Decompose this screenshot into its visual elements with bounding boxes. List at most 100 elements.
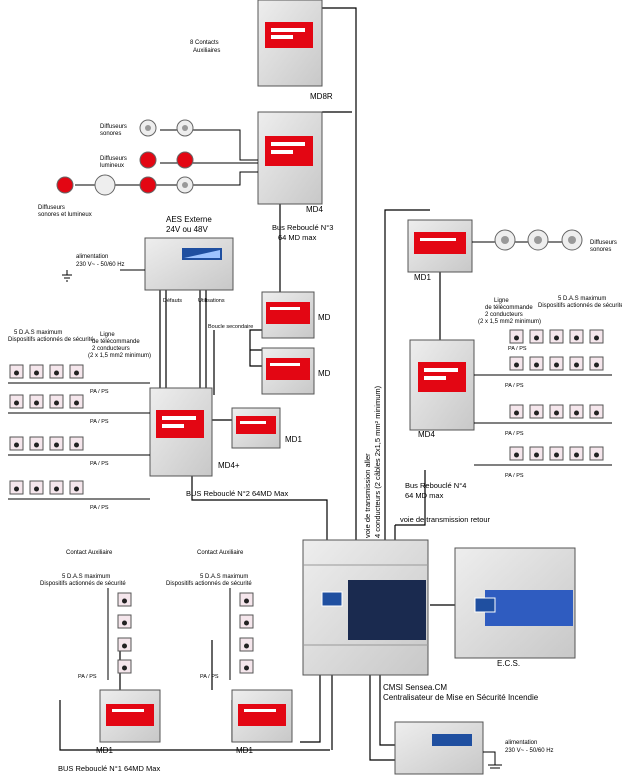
- label-diff-lum-2: lumineux: [100, 163, 124, 169]
- das-device-dot: [514, 410, 519, 416]
- label-cmsi-2: Centralisateur de Mise en Sécurité Incen…: [383, 693, 539, 702]
- das-device-dot: [554, 362, 559, 368]
- label-alim-2: 230 V~ - 50/60 Hz: [76, 262, 125, 268]
- md1-mid-module: [231, 407, 281, 449]
- label-ligne-right-1: Ligne: [494, 298, 509, 304]
- das-device-dot: [74, 486, 79, 492]
- label-aes-1: AES Externe: [166, 215, 212, 224]
- label-right-diff-2: sonores: [590, 247, 611, 253]
- label-diff-sl-2: sonores et lumineux: [38, 212, 92, 218]
- label-aes-2: 24V ou 48V: [166, 225, 208, 234]
- label-md-2: MD: [318, 369, 331, 378]
- label-das-right-1: 5 D.A.S maximum: [558, 296, 606, 302]
- das-device-dot: [34, 486, 39, 492]
- label-md1-right: MD1: [414, 273, 431, 282]
- label-das-b2-2: Dispositifs actionnés de sécurité: [166, 581, 252, 587]
- das-device-dot: [14, 486, 19, 492]
- das-device-dot: [34, 370, 39, 376]
- das-device-dot: [594, 452, 599, 458]
- das-device-dot: [514, 335, 519, 341]
- das-device-dot: [574, 362, 579, 368]
- label-contact-aux-1: Contact Auxiliaire: [66, 550, 113, 556]
- das-device-dot: [122, 643, 127, 649]
- label-ligne-left-2: de télécommande: [92, 339, 140, 345]
- cmsi-cabinet: [302, 539, 429, 676]
- das-device-dot: [244, 665, 249, 671]
- md4plus-module: [149, 387, 213, 477]
- das-device-dot: [34, 400, 39, 406]
- text-layer: 8 Contacts Auxiliaires MD8R MD4 Bus Rebo…: [8, 40, 622, 773]
- label-ligne-right-4: (2 x 1,5 mm2 minimum): [478, 319, 541, 325]
- das-device-dot: [74, 442, 79, 448]
- das-device-dot: [594, 362, 599, 368]
- das-device-dot: [54, 442, 59, 448]
- label-pa-ps-left: PA / PS: [90, 419, 109, 425]
- label-bus4-1: Bus Rebouclé N°4: [405, 481, 466, 490]
- label-defauts: Défauts: [163, 298, 182, 304]
- label-voie-retour: voie de transmission retour: [400, 515, 491, 524]
- label-das-b1-1: 5 D.A.S maximum: [62, 574, 110, 580]
- das-device-dot: [574, 335, 579, 341]
- das-device-dot: [594, 410, 599, 416]
- aes-bottom: [394, 721, 484, 775]
- label-bus1: BUS Rebouclé N°1 64MD Max: [58, 764, 160, 773]
- label-md4-right: MD4: [418, 430, 435, 439]
- label-md-1: MD: [318, 313, 331, 322]
- label-ligne-right-3: 2 conducteurs: [485, 312, 523, 318]
- label-ligne-right-2: de télécommande: [485, 305, 533, 311]
- label-pa-ps-right: PA / PS: [505, 383, 524, 389]
- das-device-dot: [534, 452, 539, 458]
- das-device-dot: [34, 442, 39, 448]
- md4-top-module: [257, 111, 323, 205]
- ecs-cabinet: [454, 547, 576, 659]
- das-device-dot: [74, 400, 79, 406]
- earth-icon: [62, 270, 72, 282]
- label-das-b2-1: 5 D.A.S maximum: [200, 574, 248, 580]
- diffusers: [56, 119, 194, 196]
- label-pa-ps-left: PA / PS: [90, 505, 109, 511]
- das-device-dot: [534, 335, 539, 341]
- md1-right-module: [407, 219, 473, 273]
- das-device-dot: [122, 665, 127, 671]
- das-device-dot: [74, 370, 79, 376]
- label-diff-lum-1: Diffuseurs: [100, 156, 127, 162]
- label-bus4-2: 64 MD max: [405, 491, 444, 500]
- label-bus2: BUS Rebouclé N°2 64MD Max: [186, 489, 288, 498]
- label-md1-b2: MD1: [236, 746, 253, 755]
- aes-externe: [144, 237, 234, 291]
- das-device-dot: [534, 362, 539, 368]
- label-diff-sl-1: Diffuseurs: [38, 205, 65, 211]
- label-ligne-left-4: (2 x 1,5 mm2 minimum): [88, 353, 151, 359]
- das-device-dot: [54, 370, 59, 376]
- label-das-left-1: 5 D.A.S maximum: [14, 330, 62, 336]
- das-device-dot: [554, 410, 559, 416]
- das-device-dot: [514, 452, 519, 458]
- md8r-module: [257, 0, 323, 87]
- label-md1-mid: MD1: [285, 435, 302, 444]
- label-contacts-2: Auxiliaires: [193, 48, 220, 54]
- label-das-left-2: Dispositifs actionnés de sécurité: [8, 337, 94, 343]
- label-bus3-1: Bus Rebouclé N°3: [272, 223, 333, 232]
- diffuser-wires: [75, 129, 258, 186]
- label-pa-ps-bottom: PA / PS: [200, 674, 219, 680]
- earth-icon-bottom: [483, 751, 502, 769]
- label-das-b1-2: Dispositifs actionnés de sécurité: [40, 581, 126, 587]
- label-contact-aux-2: Contact Auxiliaire: [197, 550, 244, 556]
- md-module-1: [261, 291, 315, 339]
- label-utilisations: Utilisations: [198, 298, 225, 304]
- label-ligne-left-3: 2 conducteurs: [92, 346, 130, 352]
- label-voie-aller-2: 4 conducteurs (2 câbles 2x1,5 mm² minimu…: [373, 385, 382, 538]
- label-pa-ps-right: PA / PS: [505, 431, 524, 437]
- md1-bottom-left: [99, 689, 161, 743]
- das-device-dot: [594, 335, 599, 341]
- das-device-dot: [244, 598, 249, 604]
- label-pa-ps-right-top: PA / PS: [508, 346, 527, 352]
- das-device-dot: [54, 400, 59, 406]
- das-device-dot: [534, 410, 539, 416]
- das-device-dot: [14, 400, 19, 406]
- label-pa-ps-left: PA / PS: [90, 389, 109, 395]
- right-diffusers: [494, 229, 583, 251]
